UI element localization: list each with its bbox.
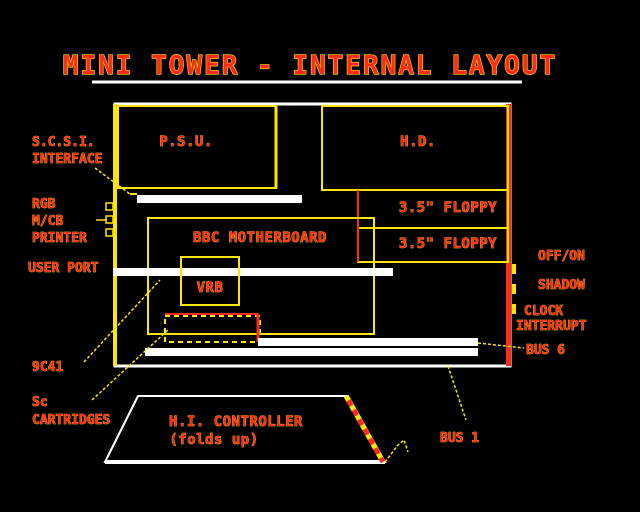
diagram-title: MINI TOWER - INTERNAL LAYOUT xyxy=(63,51,557,81)
hi-controller-hinge xyxy=(343,394,386,464)
scsi-label-2: INTERFACE xyxy=(32,152,102,167)
psu-label: P.S.U. xyxy=(159,134,213,150)
rgb-label-3: PRINTER xyxy=(32,231,87,246)
hi-controller-label-2: (folds up) xyxy=(169,432,258,448)
chip-label: 9C41 xyxy=(32,360,63,375)
floppy-2-label: 3.5" FLOPPY xyxy=(399,236,497,252)
bus1-pointer xyxy=(447,365,467,421)
user-port-label: USER PORT xyxy=(28,261,99,276)
right-switches xyxy=(512,264,516,314)
bus6-pointer xyxy=(477,342,525,349)
user-port-bar xyxy=(113,268,393,276)
clock-label-1: CLOCK xyxy=(524,304,563,319)
bus1-label: BUS 1 xyxy=(440,431,479,446)
cartridge-area xyxy=(164,315,261,343)
bus6-label: BUS 6 xyxy=(526,343,565,358)
hd-label: H.D. xyxy=(400,134,436,150)
fold-arrow xyxy=(384,438,409,463)
rgb-connectors xyxy=(96,202,114,237)
floppy-1-label: 3.5" FLOPPY xyxy=(399,200,497,216)
case-left-edge xyxy=(113,104,117,366)
cartridge-label-2: CARTRIDGES xyxy=(32,413,110,428)
scsi-pointer xyxy=(94,167,131,195)
off-on-label: OFF/ON xyxy=(538,249,585,264)
bus-bar-lower xyxy=(145,348,478,356)
hi-controller-label-1: H.I. CONTROLLER xyxy=(169,414,303,430)
rgb-label-1: RGB xyxy=(32,197,56,212)
shadow-label: SHADOW xyxy=(538,278,585,293)
rgb-label-2: M/CB xyxy=(32,214,63,229)
motherboard-label: BBC MOTHERBOARD xyxy=(193,230,327,246)
cartridge-pointer xyxy=(91,329,169,401)
vrb-label: VRB xyxy=(197,280,224,296)
scsi-board xyxy=(137,195,302,203)
cartridge-label-1: Sc xyxy=(32,395,48,410)
scsi-label-1: S.C.S.I. xyxy=(32,135,95,150)
vrb-box xyxy=(180,256,240,306)
chip-pointer xyxy=(83,279,161,363)
bus-bar-upper xyxy=(258,338,478,346)
clock-label-2: INTERRUPT xyxy=(516,319,587,334)
